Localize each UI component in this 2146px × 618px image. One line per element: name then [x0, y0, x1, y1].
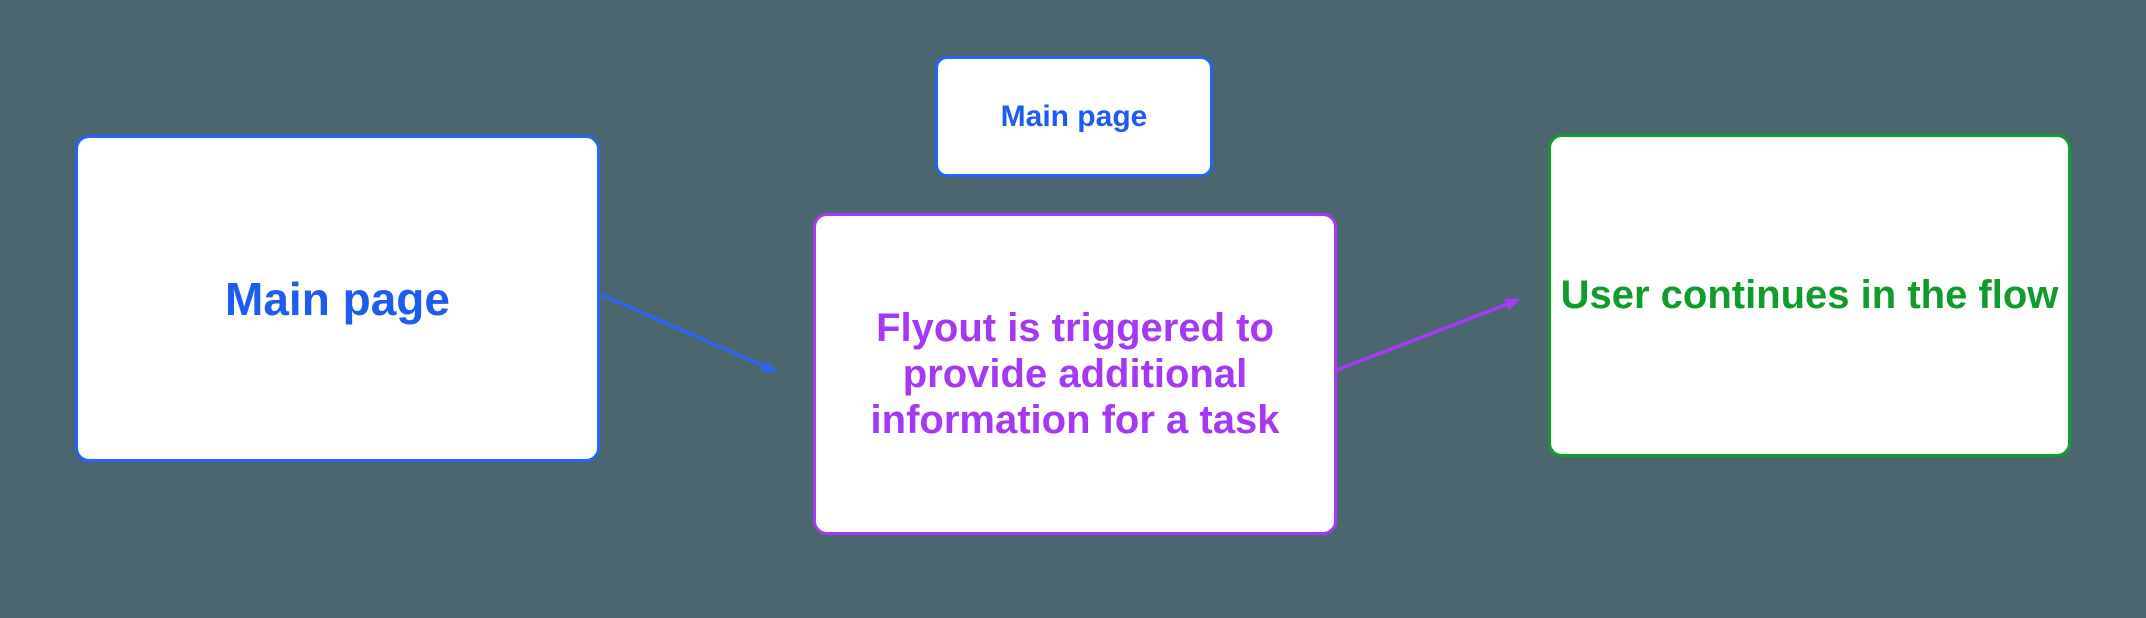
node-main-page-mini[interactable]: Main page — [935, 56, 1213, 177]
arrow-main-to-flyout[interactable] — [601, 293, 778, 373]
node-user-continues-label: User continues in the flow — [1560, 273, 2059, 317]
node-flyout-label: Flyout is triggered to provide additiona… — [870, 306, 1280, 442]
node-flyout[interactable]: Flyout is triggered to provide additiona… — [813, 213, 1337, 535]
arrow-flyout-to-continue[interactable] — [1336, 298, 1521, 372]
node-main-page-label: Main page — [225, 272, 450, 325]
node-main-page-mini-label: Main page — [1000, 99, 1148, 133]
node-user-continues[interactable]: User continues in the flow — [1548, 134, 2071, 457]
node-main-page[interactable]: Main page — [75, 135, 600, 462]
